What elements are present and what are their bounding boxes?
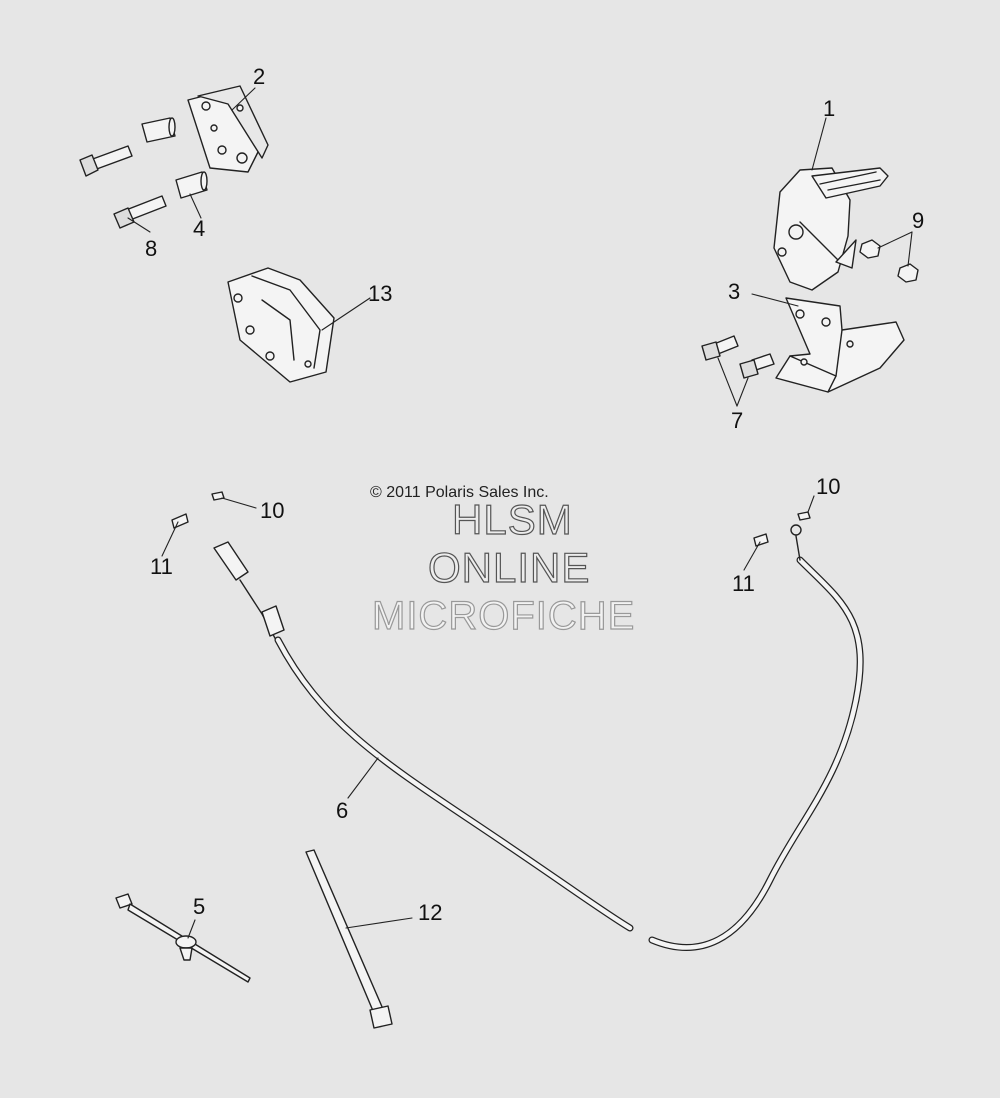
callout-7: 7 xyxy=(731,408,744,433)
part-2-bracket xyxy=(187,85,269,173)
callout-4: 4 xyxy=(193,216,206,241)
callout-3: 3 xyxy=(728,279,741,304)
callout-1: 1 xyxy=(823,96,836,121)
callout-10-right: 10 xyxy=(816,474,841,499)
part-10-11-fasteners xyxy=(171,491,811,547)
part-6-brake-cable xyxy=(213,524,864,951)
callout-5: 5 xyxy=(193,894,206,919)
callout-2: 2 xyxy=(253,64,266,89)
watermark-line-3: MICROFICHE xyxy=(371,593,636,638)
callout-6: 6 xyxy=(336,798,349,823)
part-1-brake-lever xyxy=(773,167,889,291)
callout-13: 13 xyxy=(368,281,393,306)
part-13-mount-bracket xyxy=(227,267,335,383)
callout-12: 12 xyxy=(418,900,443,925)
watermark-line-2: ONLINE xyxy=(427,543,591,591)
callout-11-right: 11 xyxy=(732,571,755,596)
leader-lines xyxy=(127,87,913,939)
callout-9: 9 xyxy=(912,208,925,233)
part-7-bolts xyxy=(701,335,775,379)
part-12-cable-tie xyxy=(305,849,393,1029)
copyright-notice: © 2011 Polaris Sales Inc. xyxy=(370,484,549,501)
callout-10-left: 10 xyxy=(260,498,285,523)
callout-11-left: 11 xyxy=(150,554,173,579)
part-5-tie-mount xyxy=(115,893,251,983)
part-9-nuts xyxy=(859,239,919,283)
part-4-spacers xyxy=(141,117,208,199)
callout-8: 8 xyxy=(145,236,158,261)
watermark-line-1: HLSM xyxy=(451,495,573,543)
part-8-bolts xyxy=(79,145,167,229)
part-3-mount-plate xyxy=(775,297,905,393)
